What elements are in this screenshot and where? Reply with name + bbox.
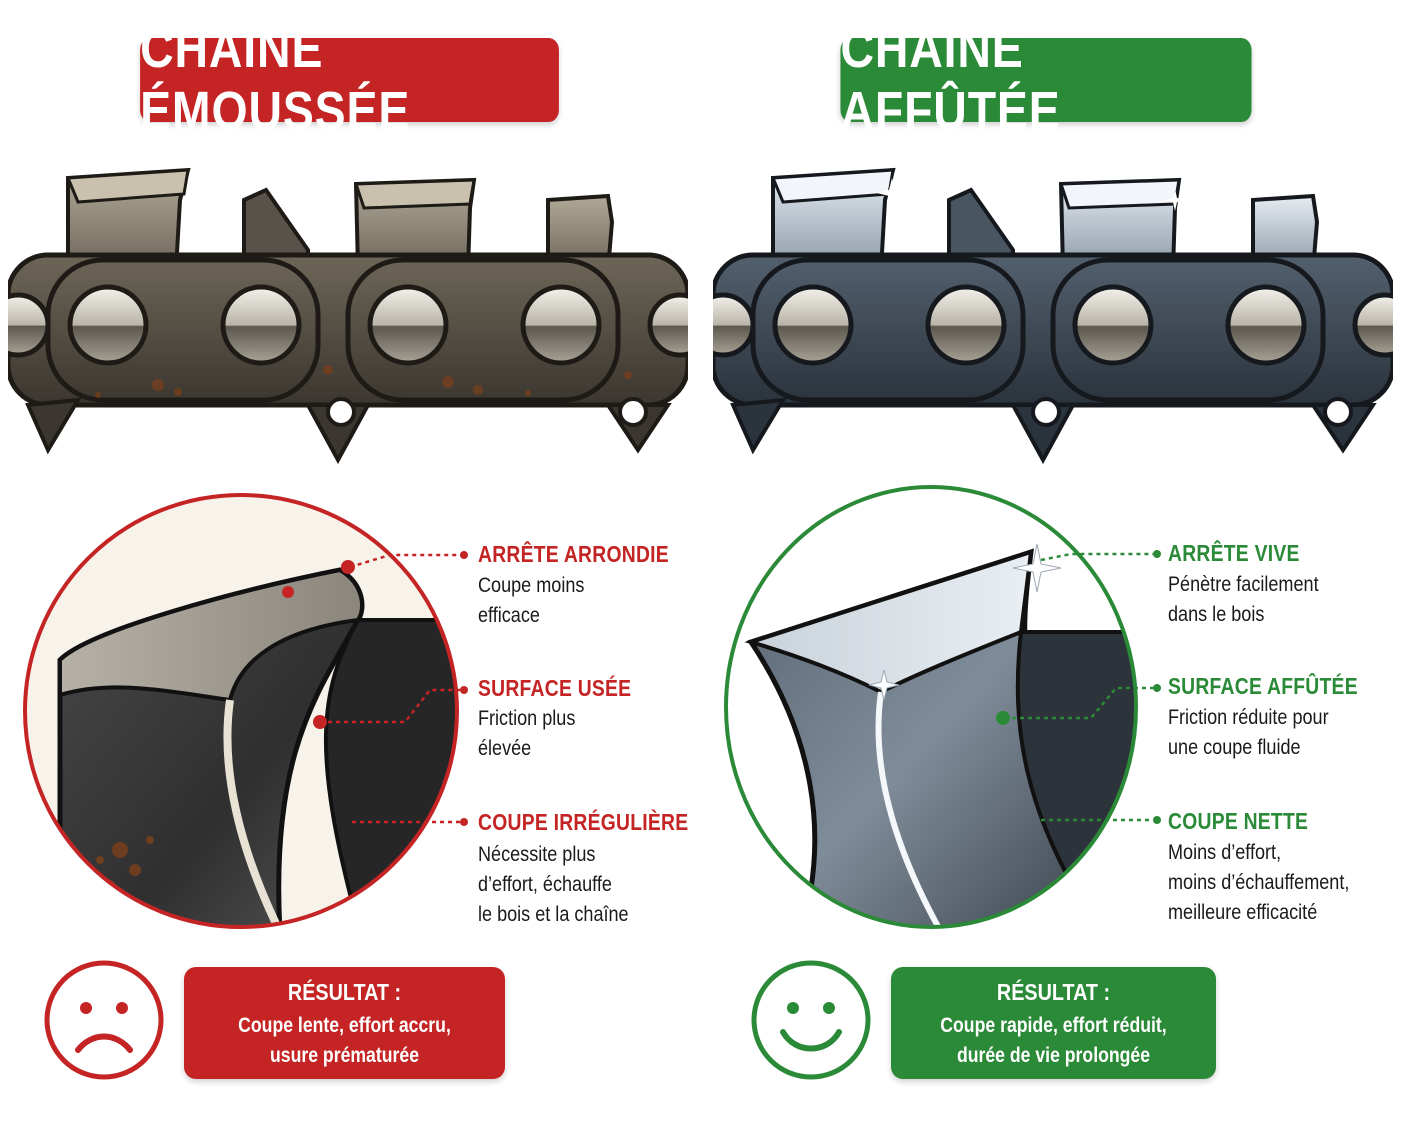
dull-callout-1-title: ARRÊTE ARRONDIE <box>478 541 669 567</box>
sharp-callout-2-title: SURFACE AFFÛTÉE <box>1168 673 1358 699</box>
dull-callout-2-title: SURFACE USÉE <box>478 675 632 701</box>
dull-result-text: Coupe lente, effort accru, usure prématu… <box>238 1014 451 1067</box>
dull-callout-3-text: Nécessite plus d’effort, échauffe le boi… <box>478 843 629 926</box>
sharp-chain-panel: CHAÎNE AFFÛTÉE <box>701 0 1402 1122</box>
dull-callout-1-text: Coupe moins efficace <box>478 574 585 627</box>
sharp-cutter-closeup <box>724 485 1138 929</box>
sharp-chain-title: CHAÎNE AFFÛTÉE <box>840 19 1252 141</box>
sharp-result-box: RÉSULTAT : Coupe rapide, effort réduit, … <box>891 967 1216 1079</box>
sad-face-icon <box>44 960 164 1080</box>
sharp-callout-2-text: Friction réduite pour une coupe fluide <box>1168 706 1329 759</box>
sharp-callout-3-text: Moins d’effort, moins d’échauffement, me… <box>1168 841 1350 924</box>
dull-cutter-closeup <box>23 493 459 929</box>
sharp-callout-1-text: Pénètre facilement dans le bois <box>1168 573 1319 626</box>
sharp-callout-3-title: COUPE NETTE <box>1168 808 1309 834</box>
dull-chain-panel: CHAÎNE ÉMOUSSÉE <box>8 19 689 1080</box>
sharp-callout-1-title: ARRÊTE VIVE <box>1168 540 1300 566</box>
dull-chain-title: CHAÎNE ÉMOUSSÉE <box>140 19 559 141</box>
dull-chain-illustration <box>8 167 688 465</box>
dull-result-box: RÉSULTAT : Coupe lente, effort accru, us… <box>184 967 505 1079</box>
dull-callout-2-text: Friction plus élevée <box>478 707 576 760</box>
sharp-result-text: Coupe rapide, effort réduit, durée de vi… <box>940 1014 1167 1067</box>
dull-result-title: RÉSULTAT : <box>287 979 402 1005</box>
happy-face-icon <box>751 960 871 1080</box>
dull-callout-3-title: COUPE IRRÉGULIÈRE <box>478 809 689 835</box>
sharp-chain-illustration <box>713 167 1393 465</box>
sharp-result-title: RÉSULTAT : <box>996 979 1111 1005</box>
